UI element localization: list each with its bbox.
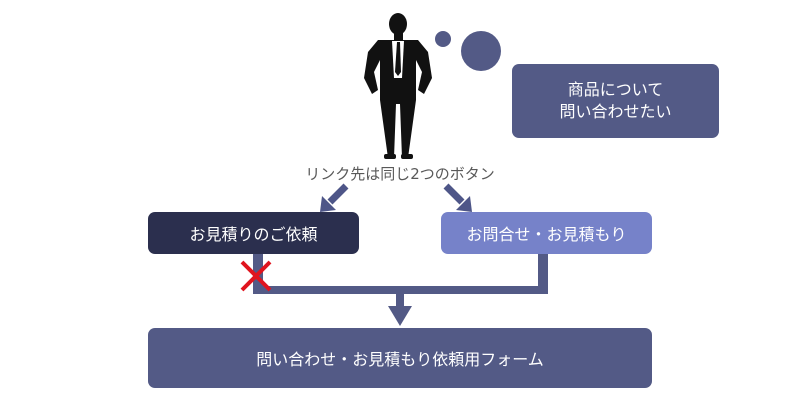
businessman-silhouette-icon <box>364 13 432 159</box>
caption-text: リンク先は同じ2つのボタン <box>305 165 495 183</box>
thought-line-1: 商品について <box>567 80 664 99</box>
thought-bubble-large <box>461 31 501 71</box>
arrow-to-left-button <box>320 183 349 212</box>
quote-request-button[interactable]: お見積りのご依頼 <box>148 212 359 254</box>
thought-bubble-small <box>435 31 451 47</box>
thought-box: 商品について 問い合わせたい <box>512 64 719 138</box>
arrow-to-right-button <box>443 183 472 212</box>
thought-line-2: 問い合わせたい <box>559 102 672 121</box>
inquiry-form-box: 問い合わせ・お見積もり依頼用フォーム <box>148 328 652 388</box>
connector-lines <box>253 254 548 326</box>
cross-mark-icon <box>240 260 272 292</box>
inquiry-quote-button[interactable]: お問合せ・お見積もり <box>441 212 652 254</box>
